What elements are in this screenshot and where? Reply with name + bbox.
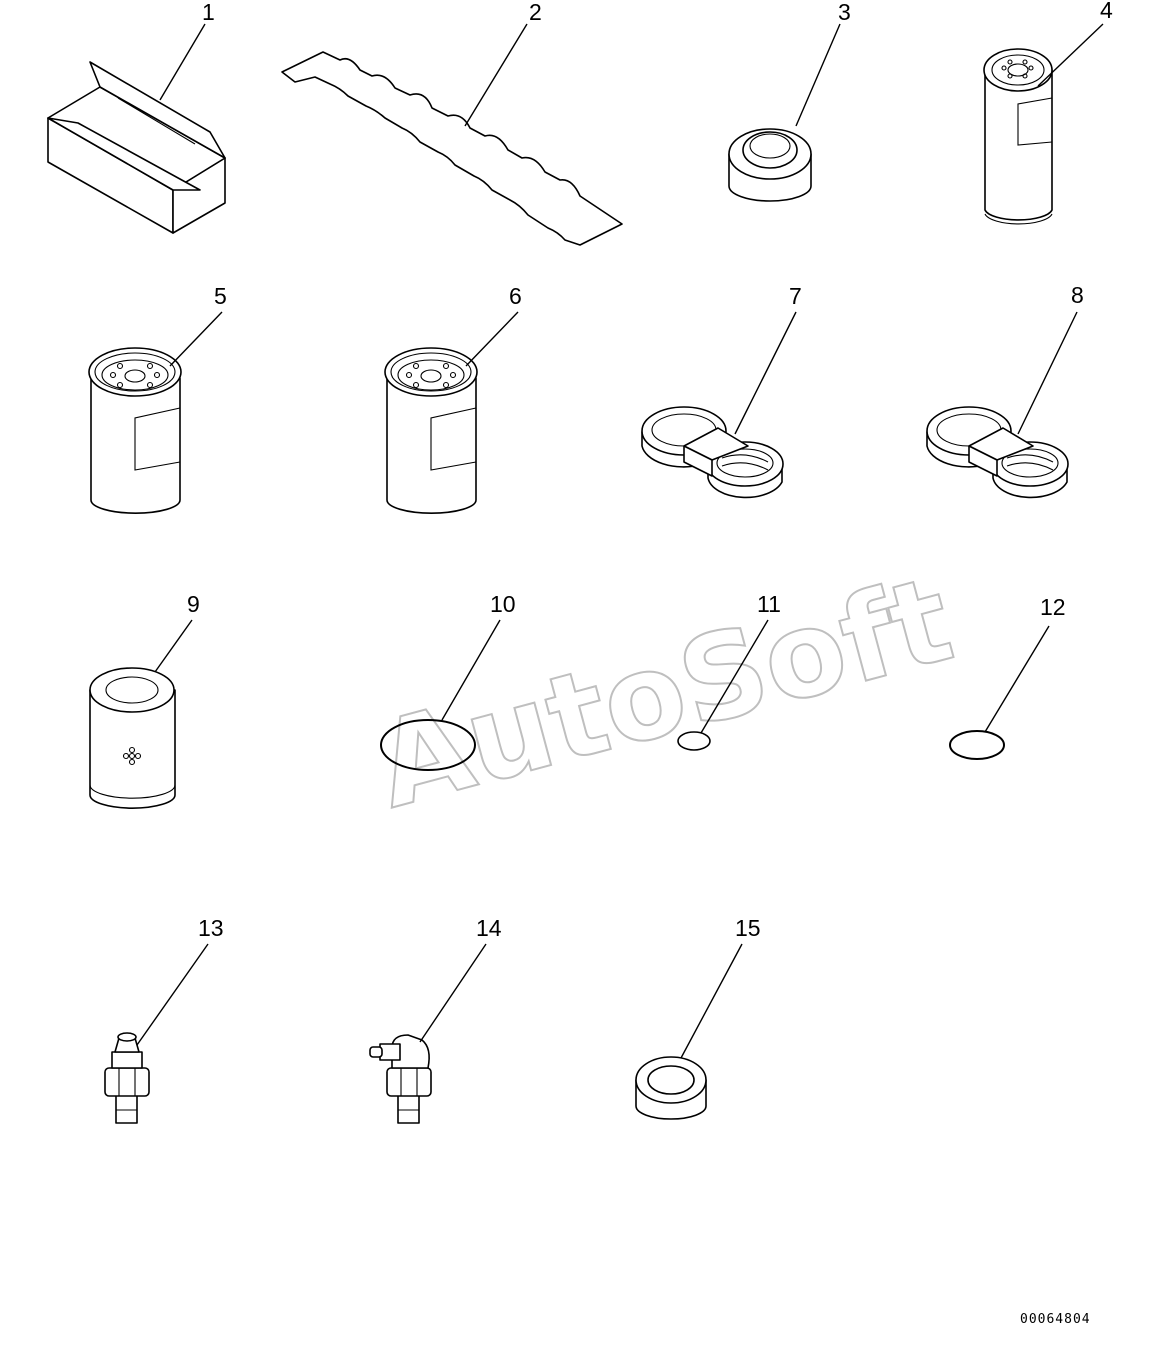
part-6-filter — [384, 347, 478, 514]
callout-label-2: 2 — [529, 0, 542, 25]
drawing-code: 00064804 — [1020, 1312, 1091, 1327]
part-12-o-ring — [949, 730, 1005, 760]
callout-label-4: 4 — [1100, 0, 1113, 23]
callout-label-10: 10 — [490, 591, 516, 617]
part-11-o-ring — [677, 731, 711, 751]
part-9-filter-element — [89, 667, 176, 809]
callout-label-13: 13 — [198, 915, 224, 941]
watermark: AutoSoft — [363, 550, 965, 835]
callout-label-6: 6 — [509, 283, 522, 309]
part-2-gasket — [281, 51, 623, 246]
callout-label-15: 15 — [735, 915, 761, 941]
callout-label-9: 9 — [187, 591, 200, 617]
callout-label-12: 12 — [1040, 594, 1066, 620]
part-3-cap — [728, 128, 812, 202]
part-5-filter — [88, 347, 182, 514]
callout-label-1: 1 — [202, 0, 215, 25]
callout-label-14: 14 — [476, 915, 502, 941]
part-10-o-ring — [380, 719, 476, 771]
callout-label-11: 11 — [757, 591, 781, 617]
callout-label-7: 7 — [789, 283, 802, 309]
callout-label-5: 5 — [214, 283, 227, 309]
part-1-box — [47, 61, 226, 234]
callout-label-8: 8 — [1071, 282, 1084, 308]
diamond-mark-icon — [122, 746, 142, 766]
part-13-grease-fitting — [104, 1032, 150, 1124]
part-4-long-filter — [983, 48, 1053, 225]
part-15-bushing — [635, 1056, 707, 1120]
part-8-double-ring-seal — [926, 406, 1069, 499]
part-14-angled-grease-fitting — [369, 1034, 432, 1124]
part-7-double-ring-seal — [641, 406, 784, 499]
callout-label-3: 3 — [838, 0, 851, 25]
